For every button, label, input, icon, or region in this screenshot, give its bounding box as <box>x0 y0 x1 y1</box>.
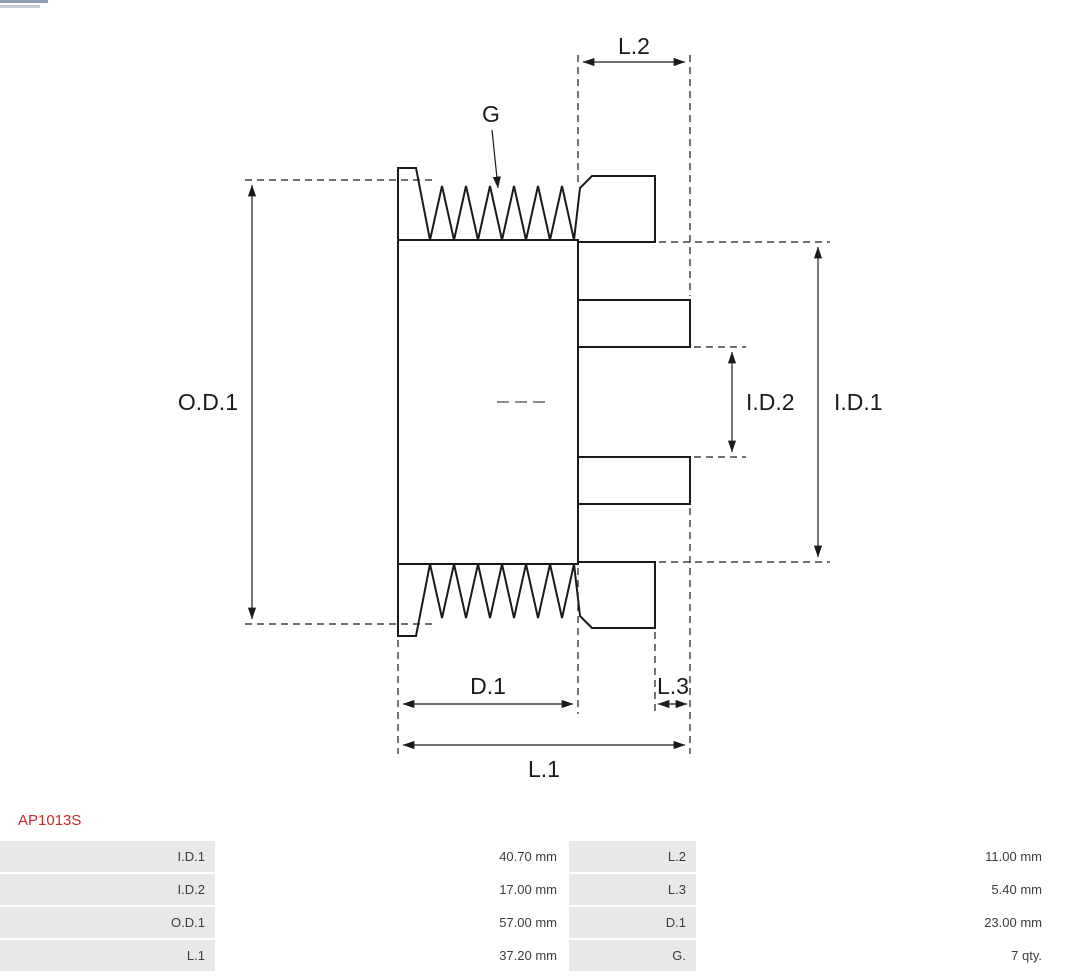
extension-lines <box>245 55 830 754</box>
label-l1: L.1 <box>528 756 560 782</box>
spec-value: 5.40 mm <box>698 874 1066 905</box>
table-row: I.D.2 17.00 mm L.3 5.40 mm <box>0 874 1066 905</box>
bottom-profile <box>397 561 656 637</box>
groove-leader-line <box>491 129 501 189</box>
spec-value: 37.20 mm <box>217 940 567 971</box>
table-row: L.1 37.20 mm G. 7 qty. <box>0 940 1066 971</box>
spec-value: 23.00 mm <box>698 907 1066 938</box>
table-row: I.D.1 40.70 mm L.2 11.00 mm <box>0 841 1066 872</box>
spec-value: 11.00 mm <box>698 841 1066 872</box>
spec-value: 40.70 mm <box>217 841 567 872</box>
pulley-outline <box>397 167 691 637</box>
label-g: G <box>482 101 500 127</box>
spec-table: I.D.1 40.70 mm L.2 11.00 mm I.D.2 17.00 … <box>0 841 1066 973</box>
spec-value: 7 qty. <box>698 940 1066 971</box>
table-row: O.D.1 57.00 mm D.1 23.00 mm <box>0 907 1066 938</box>
spec-label: L.2 <box>569 841 696 872</box>
part-number-heading: AP1013S <box>18 812 82 829</box>
top-profile <box>397 167 656 243</box>
logo-bar <box>0 0 48 3</box>
spec-value: 57.00 mm <box>217 907 567 938</box>
dimension-labels: L.2 G O.D.1 I.D.2 I.D.1 D.1 L.3 L.1 <box>178 33 883 782</box>
pulley-drawing: L.2 G O.D.1 I.D.2 I.D.1 D.1 L.3 L.1 <box>178 33 883 782</box>
spec-label: L.3 <box>569 874 696 905</box>
label-id1: I.D.1 <box>834 389 883 415</box>
spec-value: 17.00 mm <box>217 874 567 905</box>
boss-top <box>577 299 691 348</box>
partial-logo <box>0 0 56 9</box>
spec-label: D.1 <box>569 907 696 938</box>
label-od1: O.D.1 <box>178 389 238 415</box>
dimension-lines <box>247 57 823 750</box>
label-id2: I.D.2 <box>746 389 795 415</box>
boss-bottom <box>577 456 691 505</box>
spec-label: O.D.1 <box>0 907 215 938</box>
label-d1: D.1 <box>470 673 506 699</box>
logo-bar <box>0 5 40 8</box>
spec-label: G. <box>569 940 696 971</box>
spec-label: I.D.2 <box>0 874 215 905</box>
label-l2: L.2 <box>618 33 650 59</box>
spec-label: L.1 <box>0 940 215 971</box>
spec-label: I.D.1 <box>0 841 215 872</box>
label-l3: L.3 <box>657 673 689 699</box>
